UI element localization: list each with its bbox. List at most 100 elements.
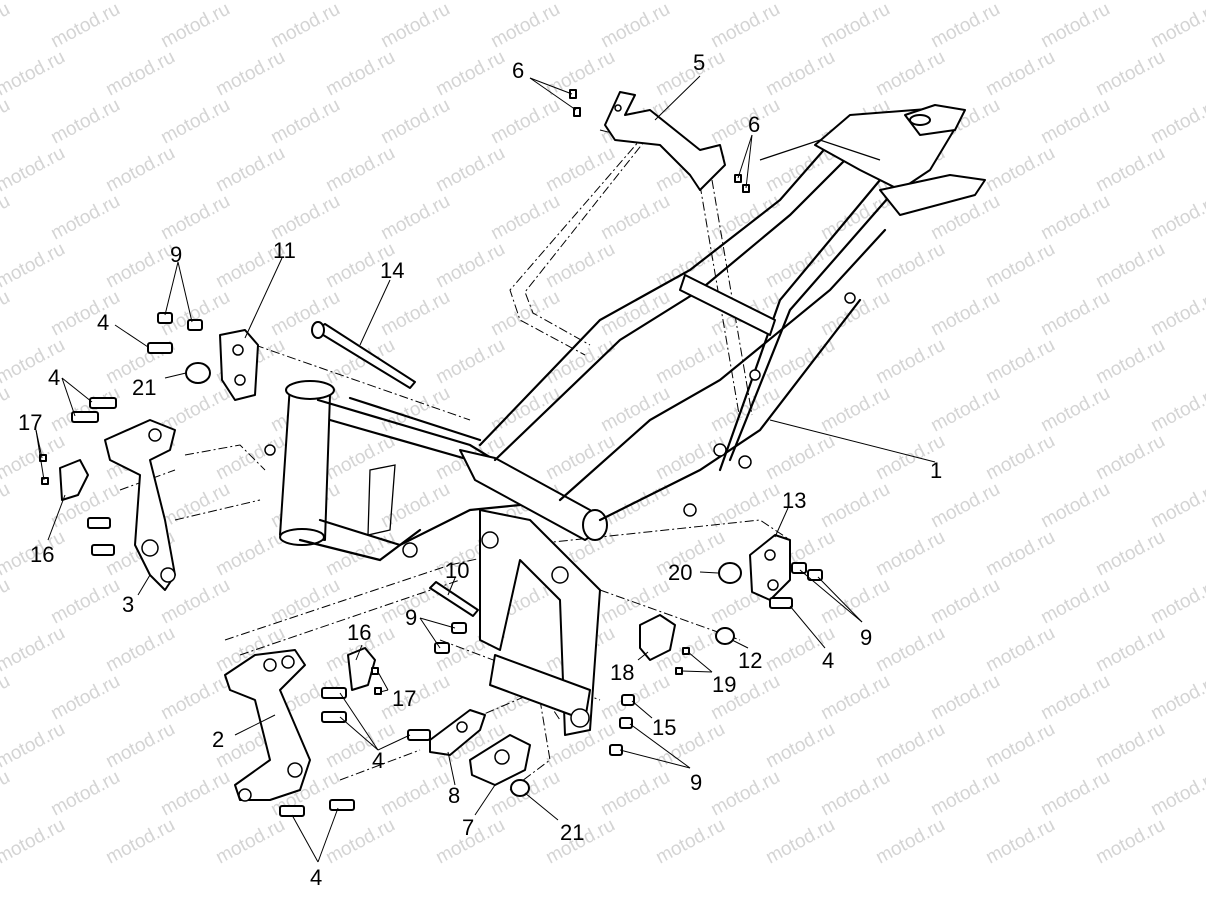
- watermark-text: motod.ru: [47, 287, 123, 341]
- callout-9-d: 9: [690, 770, 702, 795]
- bolts-6: [569, 89, 750, 193]
- callout-13: 13: [782, 488, 806, 513]
- callout-15: 15: [652, 715, 676, 740]
- watermark-text: motod.ru: [212, 47, 288, 101]
- watermark-text: motod.ru: [652, 815, 728, 869]
- watermark-text: motod.ru: [1147, 671, 1206, 725]
- watermark-text: motod.ru: [377, 767, 453, 821]
- watermark-text: motod.ru: [487, 95, 563, 149]
- callout-9-c: 9: [860, 625, 872, 650]
- left-fasteners: [39, 312, 211, 556]
- watermark-text: motod.ru: [0, 383, 14, 437]
- nut-12: [715, 627, 735, 645]
- watermark-text: motod.ru: [1092, 143, 1168, 197]
- footpeg-bracket-2: [224, 649, 311, 802]
- callout-7: 7: [462, 815, 474, 840]
- callout-21-a: 21: [132, 375, 156, 400]
- callout-16-a: 16: [30, 542, 54, 567]
- watermark-text: motod.ru: [817, 287, 893, 341]
- watermark-text: motod.ru: [377, 95, 453, 149]
- watermark-text: motod.ru: [817, 0, 893, 52]
- callout-20: 20: [668, 560, 692, 585]
- watermark-text: motod.ru: [377, 191, 453, 245]
- watermark-text: motod.ru: [377, 287, 453, 341]
- watermark-text: motod.ru: [1092, 527, 1168, 581]
- watermark-text: motod.ru: [597, 383, 673, 437]
- watermark-text: motod.ru: [1147, 767, 1206, 821]
- watermark-text: motod.ru: [322, 143, 398, 197]
- callout-2: 2: [212, 727, 224, 752]
- watermark-text: motod.ru: [1092, 623, 1168, 677]
- watermark-text: motod.ru: [1092, 431, 1168, 485]
- watermark-text: motod.ru: [0, 815, 69, 869]
- callout-17-b: 17: [392, 686, 416, 711]
- watermark-text: motod.ru: [1147, 383, 1206, 437]
- spacer-21-lower: [510, 779, 530, 797]
- footpeg-bracket-3: [104, 419, 176, 591]
- watermark-text: motod.ru: [157, 191, 233, 245]
- plate-7: [469, 734, 531, 786]
- watermark-text: motod.ru: [1147, 191, 1206, 245]
- watermark-text: motod.ru: [1037, 383, 1113, 437]
- watermark-text: motod.ru: [0, 431, 69, 485]
- bracket-16-left: [59, 459, 89, 501]
- callout-16-b: 16: [347, 620, 371, 645]
- watermark-text: motod.ru: [0, 95, 14, 149]
- callout-4-e: 4: [822, 648, 834, 673]
- watermark-text: motod.ru: [1147, 95, 1206, 149]
- watermark-text: motod.ru: [487, 191, 563, 245]
- watermark-text: motod.ru: [157, 479, 233, 533]
- watermark-text: motod.ru: [762, 719, 838, 773]
- callout-10: 10: [445, 558, 469, 583]
- callout-8: 8: [448, 783, 460, 808]
- watermark-text: motod.ru: [707, 191, 783, 245]
- callout-9-a: 9: [170, 242, 182, 267]
- watermark-text: motod.ru: [597, 767, 673, 821]
- watermark-text: motod.ru: [872, 623, 948, 677]
- watermark-text: motod.ru: [322, 815, 398, 869]
- bracket-16-middle: [347, 647, 382, 695]
- watermark-text: motod.ru: [212, 527, 288, 581]
- bolt-10: [429, 581, 479, 617]
- watermark-text: motod.ru: [47, 383, 123, 437]
- watermark-text: motod.ru: [0, 0, 69, 4]
- watermark-text: motod.ru: [157, 0, 233, 52]
- watermark-text: motod.ru: [982, 623, 1058, 677]
- watermark-text: motod.ru: [597, 191, 673, 245]
- watermark-text: motod.ru: [872, 815, 948, 869]
- watermark-text: motod.ru: [47, 95, 123, 149]
- callout-11: 11: [273, 238, 296, 263]
- watermark-text: motod.ru: [817, 575, 893, 629]
- watermark-text: motod.ru: [982, 335, 1058, 389]
- watermark-text: motod.ru: [102, 815, 178, 869]
- watermark-text: motod.ru: [542, 239, 618, 293]
- callout-4-b: 4: [48, 365, 60, 390]
- watermark-text: motod.ru: [1092, 47, 1168, 101]
- callout-5: 5: [693, 50, 705, 75]
- watermark-text: motod.ru: [322, 47, 398, 101]
- plate-8: [429, 709, 486, 756]
- watermark-text: motod.ru: [1092, 719, 1168, 773]
- callout-18: 18: [610, 660, 634, 685]
- watermark-text: motod.ru: [0, 767, 14, 821]
- watermark-text: motod.ru: [212, 431, 288, 485]
- callout-21-b: 21: [560, 820, 584, 845]
- watermark-text: motod.ru: [872, 335, 948, 389]
- watermark-text: motod.ru: [487, 0, 563, 52]
- watermark-text: motod.ru: [0, 143, 69, 197]
- watermark-text: motod.ru: [0, 287, 14, 341]
- callout-14: 14: [380, 258, 404, 283]
- watermark-text: motod.ru: [47, 671, 123, 725]
- bolts-9-middle: [434, 622, 467, 654]
- watermark-text: motod.ru: [0, 719, 69, 773]
- watermark-text: motod.ru: [102, 623, 178, 677]
- watermark-text: motod.ru: [1092, 335, 1168, 389]
- watermark-text: motod.ru: [817, 383, 893, 437]
- long-bolt-14: [311, 321, 416, 389]
- watermark-text: motod.ru: [1037, 287, 1113, 341]
- callout-19: 19: [712, 672, 736, 697]
- callout-labels: 1 2 3 4 4 4 4 4 5 6 6 7 8 9 9 9 9 10 11 …: [18, 50, 942, 890]
- watermark-text: motod.ru: [157, 95, 233, 149]
- watermark-text: motod.ru: [982, 143, 1058, 197]
